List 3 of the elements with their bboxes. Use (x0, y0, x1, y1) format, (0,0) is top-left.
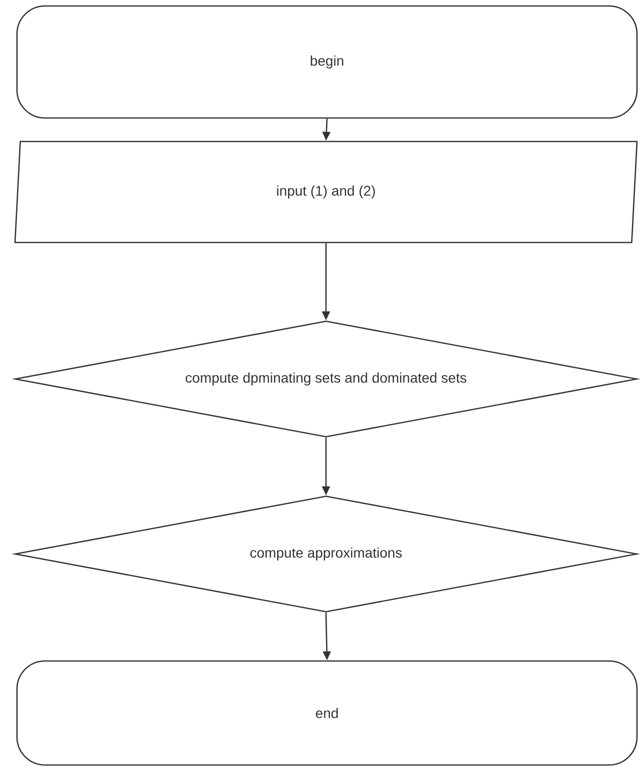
terminal-box: end (16, 660, 638, 766)
input-parallelogram: input (1) and (2) (14, 140, 638, 244)
terminal-box: begin (16, 5, 638, 119)
